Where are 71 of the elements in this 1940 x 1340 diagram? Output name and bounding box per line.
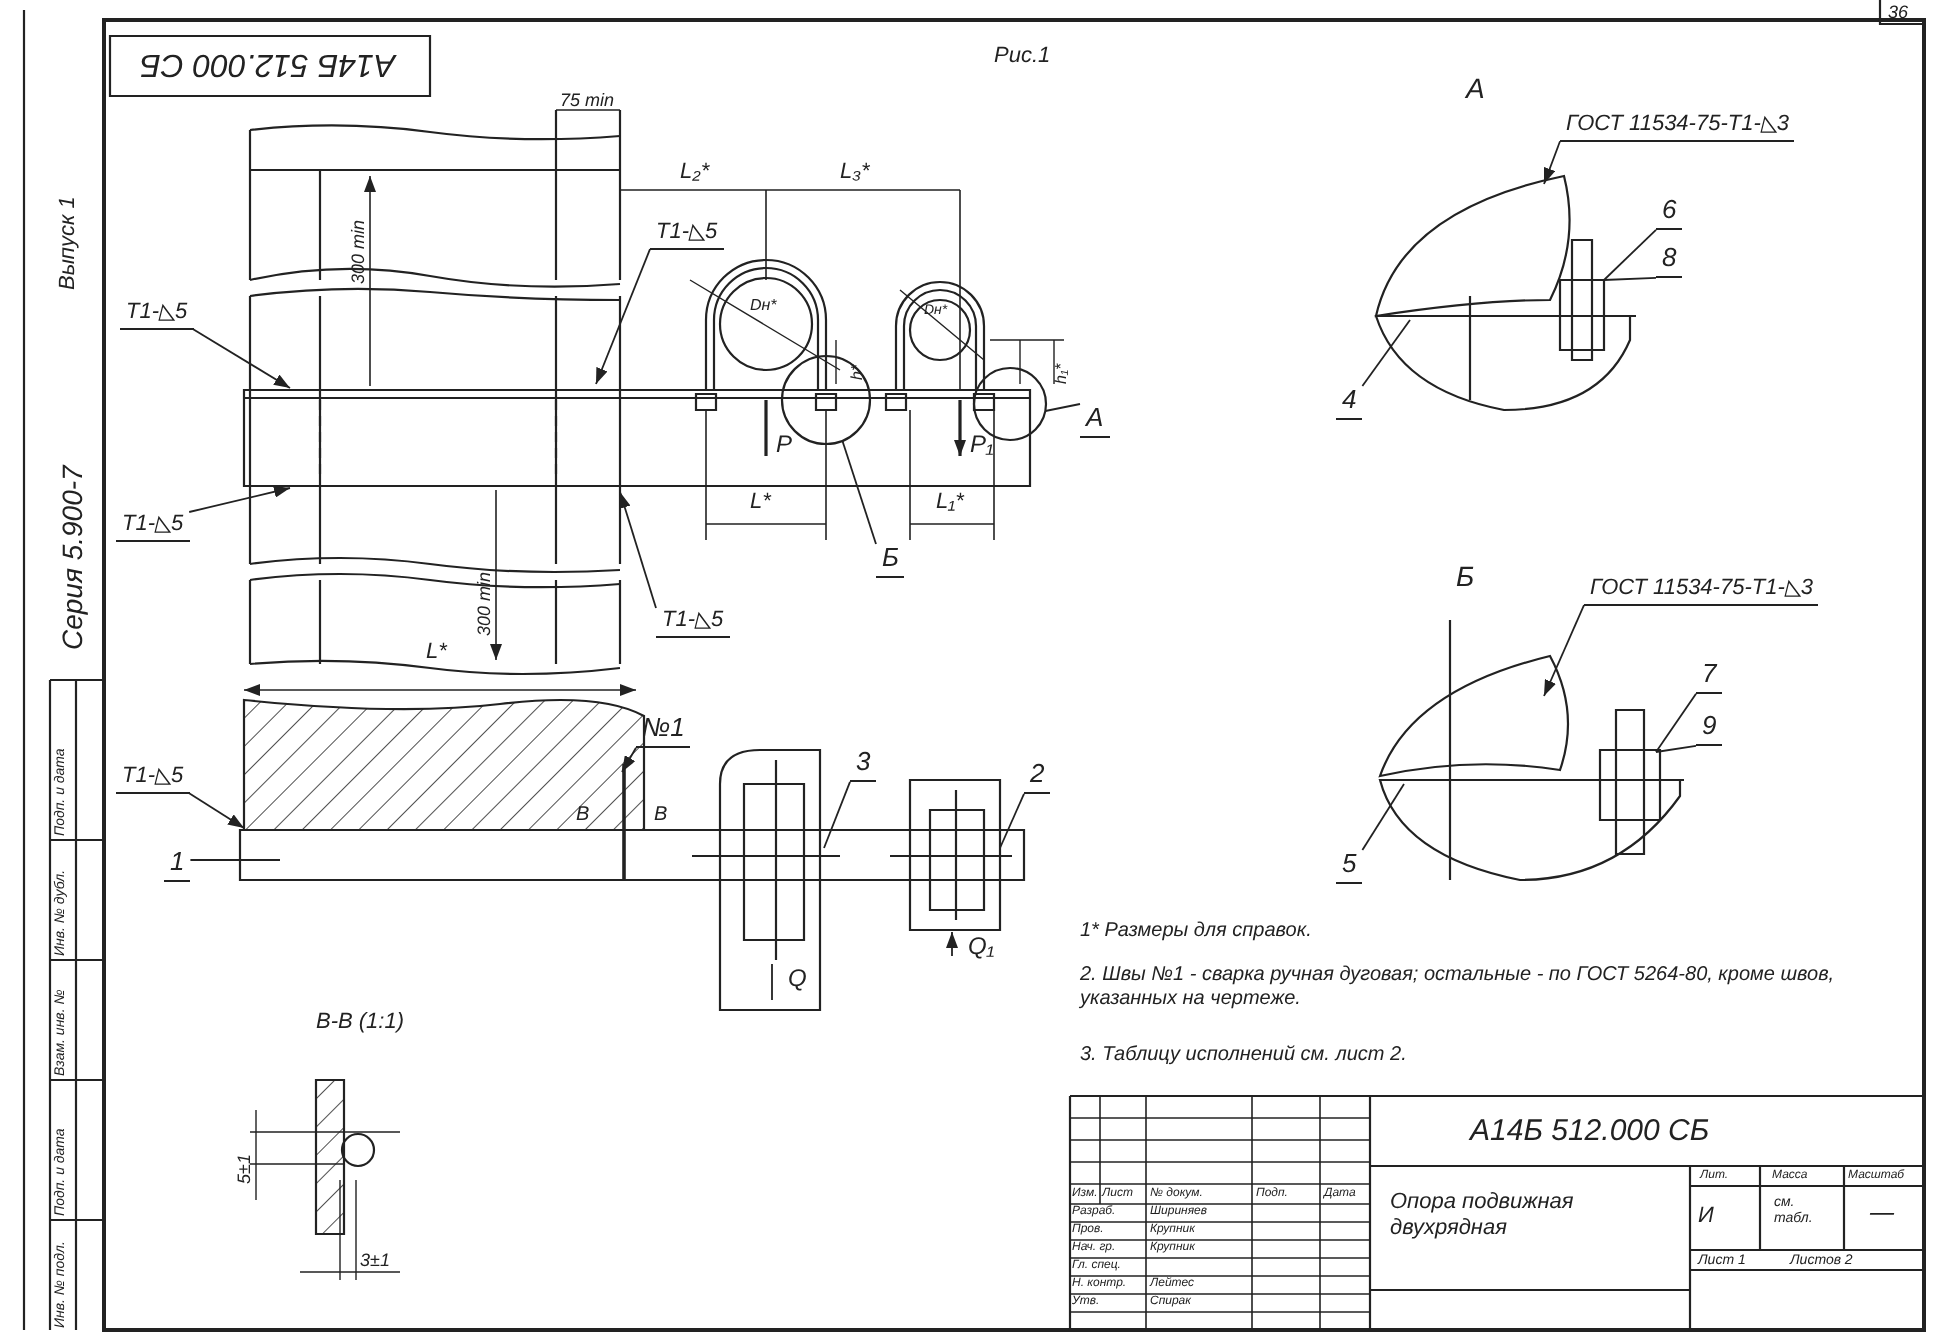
- dimension-label: 3±1: [360, 1250, 390, 1271]
- page-number: 36: [1888, 2, 1909, 23]
- leader-line: [1044, 403, 1081, 412]
- callout-number: 2: [1024, 760, 1051, 794]
- leader-line: [188, 792, 245, 829]
- section-mark: В: [654, 804, 668, 827]
- title-block-text: И: [1698, 1204, 1714, 1230]
- title-block-text: А14Б 512.000 СБ: [1470, 1114, 1710, 1149]
- load-label: P: [776, 432, 793, 460]
- note-text: 2. Швы №1 - сварка ручная дуговая; остальные - по ГОСТ 5264-80, кроме швов, указанных на чертеже.: [1080, 964, 1837, 1010]
- weld-symbol-text: Т1-◺5: [116, 512, 190, 542]
- series-label: Серия 5.900-7: [56, 465, 89, 650]
- issue-label: Выпуск 1: [56, 196, 82, 290]
- leader-line: [595, 248, 651, 385]
- callout-number: 6: [1656, 196, 1683, 230]
- leader-line: [1361, 783, 1405, 851]
- dimension-label: h₁*: [1052, 363, 1071, 384]
- leader-line: [1543, 604, 1585, 697]
- dimension-label: 300 min: [474, 571, 495, 636]
- note-text: 1* Размеры для справок.: [1080, 920, 1312, 943]
- dimension-label: 5±1: [234, 1154, 255, 1184]
- callout-number: 9: [1696, 712, 1723, 746]
- leader-line: [1655, 744, 1697, 753]
- weld-symbol-text: ГОСТ 11534-75-Т1-◺3: [1560, 112, 1795, 142]
- title-block-text: —: [1870, 1200, 1894, 1228]
- callout-number: А: [1080, 404, 1110, 438]
- callout-number: 4: [1336, 386, 1363, 420]
- callout-number: 5: [1336, 850, 1363, 884]
- dimension-label: L₁*: [936, 490, 964, 516]
- leader-line: [188, 485, 291, 513]
- callout-number: 1: [164, 848, 191, 882]
- callout-number: 7: [1696, 660, 1723, 694]
- view-title: А: [1466, 72, 1485, 105]
- dimension-label: L₃*: [840, 160, 870, 186]
- weld-symbol-text: Т1-◺5: [120, 300, 194, 330]
- leader-line: [619, 491, 657, 609]
- dimension-label: L*: [426, 640, 447, 666]
- weld-symbol-text: Т1-◺5: [656, 608, 730, 638]
- weld-symbol-text: Т1-◺5: [650, 220, 724, 250]
- note-text: 3. Таблицу исполнений см. лист 2.: [1080, 1044, 1407, 1067]
- leader-line: [1603, 276, 1657, 281]
- view-title: Б: [1456, 560, 1475, 593]
- leader-line: [1655, 692, 1697, 753]
- load-label: Q: [788, 966, 807, 994]
- drawing-number: А14Б 512.000 СБ: [140, 44, 396, 81]
- leader-line: [999, 792, 1025, 849]
- dimension-label: 75 min: [560, 90, 615, 111]
- section-title: В-В (1:1): [316, 1010, 405, 1036]
- leader-line: [823, 780, 851, 849]
- weld-symbol-text: ГОСТ 11534-75-Т1-◺3: [1584, 576, 1819, 606]
- leader-line: [1543, 140, 1561, 185]
- callout-number: Б: [876, 544, 905, 578]
- leader-line: [1361, 319, 1411, 387]
- dimension-label: 300 min: [348, 219, 369, 284]
- leader-line: [1603, 228, 1657, 281]
- section-mark: В: [576, 804, 590, 827]
- weld-symbol-text: Т1-◺5: [116, 764, 190, 794]
- load-label: Q₁: [968, 934, 995, 962]
- leader-line: [841, 439, 877, 545]
- dimension-label: L*: [750, 490, 771, 516]
- figure-label: Рис.1: [994, 44, 1051, 70]
- load-label: P₁: [970, 432, 994, 460]
- callout-number: 8: [1656, 244, 1683, 278]
- leader-line: [621, 746, 637, 773]
- title-block-text: Опора подвижная двухрядная: [1390, 1190, 1576, 1241]
- dimension-label: Dн*: [750, 296, 777, 315]
- callout-number: 3: [850, 748, 877, 782]
- callout-number: №1: [636, 714, 691, 748]
- dimension-label: L₂*: [680, 160, 710, 186]
- leader-line: [189, 859, 281, 861]
- leader-line: [192, 328, 291, 389]
